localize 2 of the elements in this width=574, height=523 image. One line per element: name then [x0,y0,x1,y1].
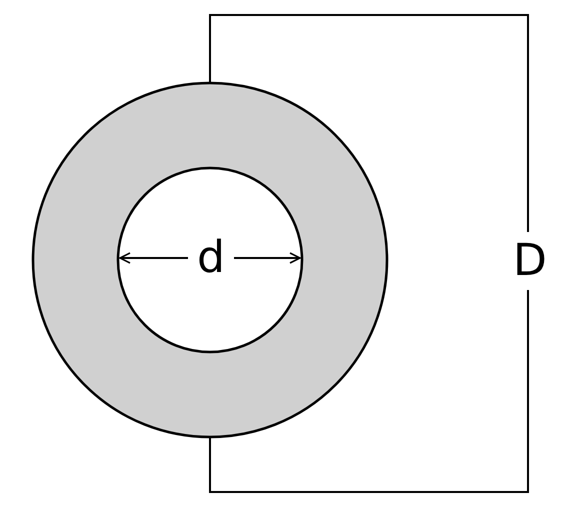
dimension-label: d [197,236,225,280]
dimension-label: D [513,239,547,283]
